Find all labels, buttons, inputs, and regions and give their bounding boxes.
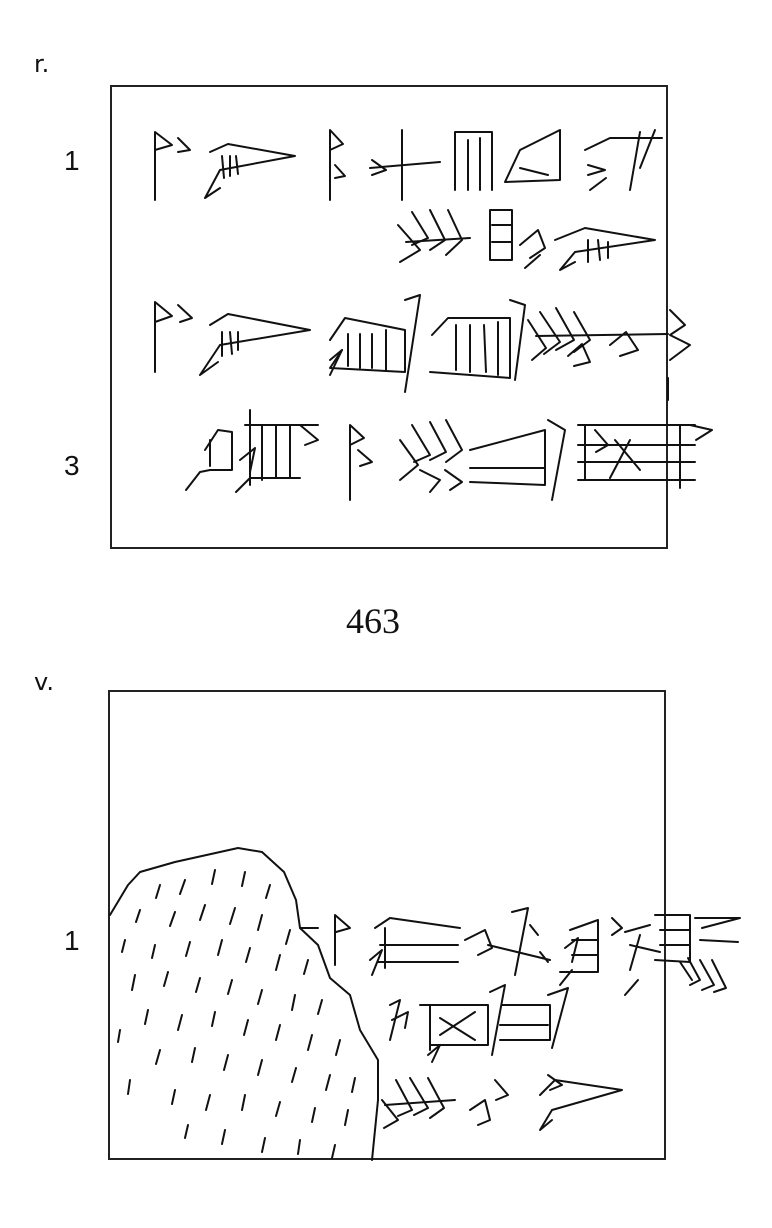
cuneiform-signs-line-2 <box>154 294 691 401</box>
cuneiform-signs-line-3 <box>185 409 713 501</box>
plate-number: 463 <box>346 601 400 641</box>
reverse-side-label: v. <box>34 668 54 696</box>
reverse-line-number-1: 1 <box>64 925 80 956</box>
cuneiform-signs-reverse-line-3 <box>381 1074 623 1131</box>
reverse-tablet-frame <box>108 690 666 1160</box>
obverse-tablet-frame <box>110 85 668 549</box>
obverse-line-number-1: 1 <box>64 145 80 176</box>
cuneiform-signs-reverse-line-1 <box>299 907 741 996</box>
broken-surface-area <box>109 847 379 1161</box>
obverse-line-number-3: 3 <box>64 450 80 481</box>
cuneiform-signs-reverse-line-2 <box>389 984 569 1063</box>
cuneiform-signs-line-1 <box>154 129 663 271</box>
obverse-side-label: r. <box>34 50 50 78</box>
